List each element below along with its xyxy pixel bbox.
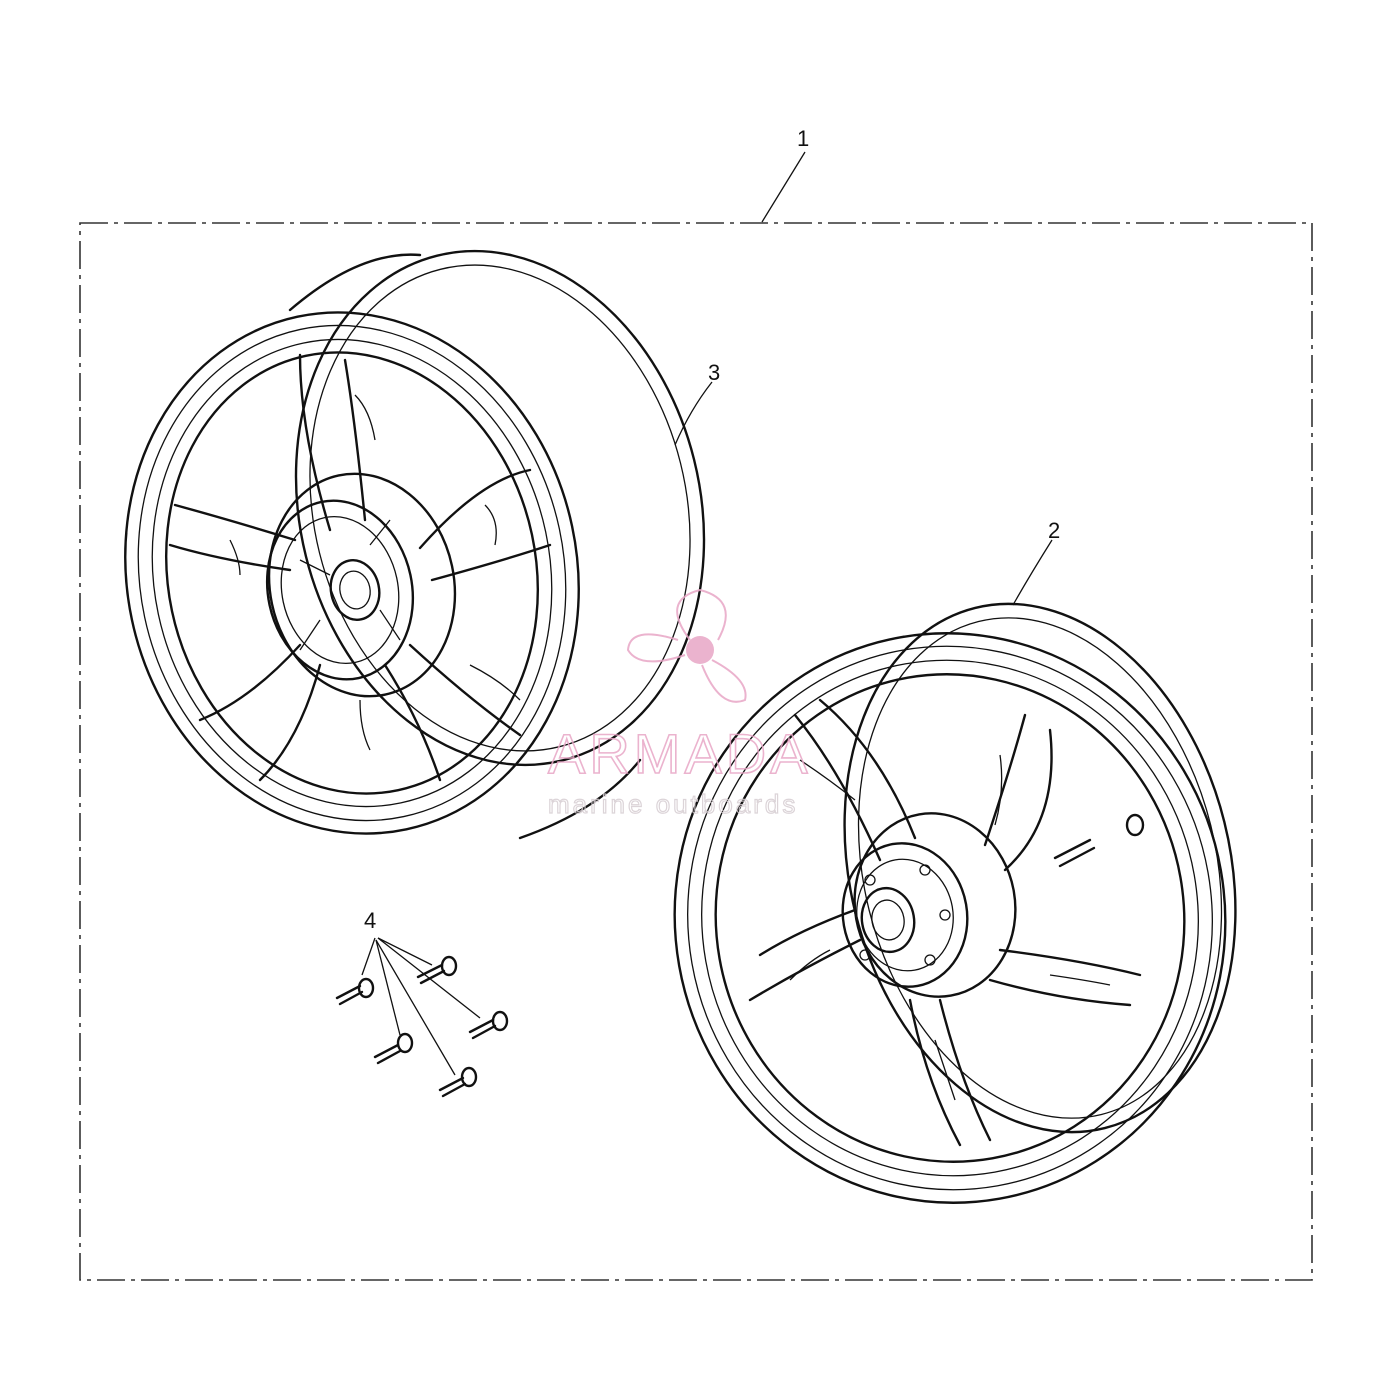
- callout-2: 2: [1012, 518, 1060, 606]
- front-wheel: [673, 602, 1237, 1204]
- screw-icon: [416, 955, 458, 985]
- propeller-logo-icon: [626, 588, 747, 703]
- watermark-tagline: marine outboards: [548, 789, 798, 819]
- callout-1-label: 1: [797, 126, 809, 151]
- watermark: ARMADA marine outboards: [547, 588, 812, 820]
- kit-boundary: [79, 222, 1313, 1281]
- callout-2-label: 2: [1048, 518, 1060, 543]
- screw-icon: [373, 1032, 414, 1065]
- screw-icon: [438, 1066, 478, 1098]
- callout-4-label: 4: [364, 908, 376, 933]
- watermark-brand: ARMADA: [548, 722, 812, 785]
- callout-3: 3: [674, 360, 720, 446]
- rear-wheel: [124, 249, 706, 840]
- screw-icon: [468, 1010, 509, 1040]
- callout-3-label: 3: [708, 360, 720, 385]
- callout-1: 1: [761, 126, 809, 223]
- screw-icon: [335, 977, 375, 1006]
- screws-group: 4: [335, 908, 509, 1098]
